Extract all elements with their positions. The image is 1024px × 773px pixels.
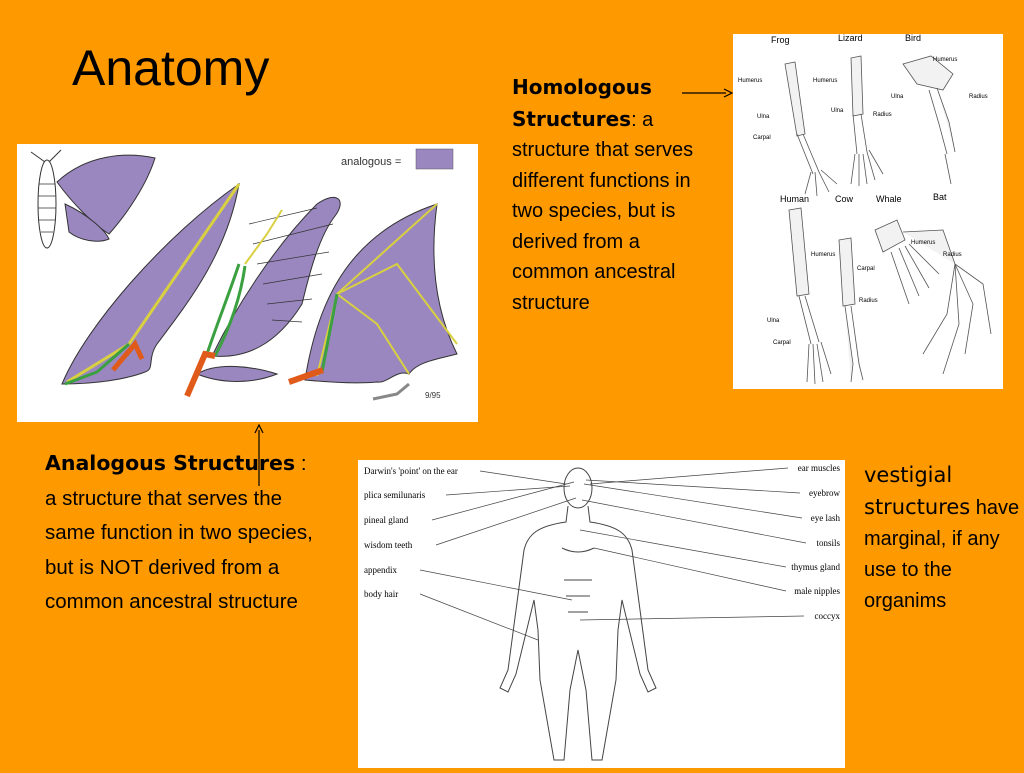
bat-humerus-label: Humerus [911, 240, 935, 246]
label-coccyx: coccyx [815, 611, 841, 621]
label-body-hair: body hair [364, 589, 398, 599]
lizard-ulna-label: Ulna [831, 108, 844, 114]
label-plica-semilunaris: plica semilunaris [364, 490, 426, 500]
homologous-term: Homologous Structures [512, 75, 652, 131]
bat-limb [902, 229, 992, 375]
label-eye-lash: eye lash [811, 513, 841, 523]
vestigial-term: vestigial structures [864, 463, 971, 519]
label-pineal-gland: pineal gland [364, 515, 409, 525]
label-appendix: appendix [364, 565, 397, 575]
bird-wing-illustration [184, 196, 341, 398]
animal-label-bird: Bird [905, 34, 921, 43]
bird-ulna-label: Ulna [891, 94, 904, 100]
animal-label-lizard: Lizard [838, 34, 863, 43]
analogous-definition-text: : a structure that serves the same funct… [45, 452, 313, 613]
cow-radius-label: Radius [859, 298, 878, 304]
whale-carpal-label: Carpal [857, 266, 875, 272]
moth-illustration [30, 149, 156, 249]
bird-limb [902, 55, 956, 185]
label-male-nipples: male nipples [794, 586, 840, 596]
lizard-limb [850, 55, 884, 186]
bird-humerus-label: Humerus [933, 57, 957, 63]
slide-title: Anatomy [72, 40, 270, 96]
homologous-limbs-figure: Frog Lizard Bird Human Cow Whale Bat Hum… [733, 33, 1003, 389]
animal-label-bat: Bat [933, 192, 947, 202]
analogous-term: Analogous Structures [45, 451, 296, 475]
left-leader-lines [419, 470, 577, 641]
whale-limb [874, 219, 940, 305]
bird-radius-label: Radius [969, 94, 988, 100]
frog-humerus-label: Humerus [738, 78, 762, 84]
human-limb [788, 207, 832, 385]
pterosaur-wing-illustration [61, 182, 241, 386]
cow-humerus-label: Humerus [811, 252, 835, 258]
analogous-wings-figure: analogous = [17, 144, 478, 422]
cow-limb [838, 237, 864, 383]
bat-radius-label: Radius [943, 252, 962, 258]
artist-signature: 9/95 [425, 391, 441, 400]
legend-swatch [415, 148, 454, 170]
vestigial-human-figure: Darwin's 'point' on the ear plica semilu… [358, 460, 845, 768]
label-wisdom-teeth: wisdom teeth [364, 540, 413, 550]
vestigial-definition: vestigial structures have marginal, if a… [864, 460, 1022, 617]
right-leader-lines [579, 467, 807, 621]
label-tonsils: tonsils [816, 538, 840, 548]
frog-limb [784, 61, 838, 197]
bat-wing-illustration [288, 203, 458, 401]
arrow-to-wings [254, 424, 264, 486]
analogous-definition: Analogous Structures : a structure that … [45, 446, 315, 620]
label-eyebrow: eyebrow [809, 488, 840, 498]
homologous-definition: Homologous Structures: a structure that … [512, 72, 712, 318]
human-body-outline [499, 467, 657, 761]
human-ulna-label: Ulna [767, 318, 780, 324]
animal-label-frog: Frog [771, 35, 790, 45]
lizard-humerus-label: Humerus [813, 78, 837, 84]
homologous-definition-text: : a structure that serves different func… [512, 108, 694, 314]
lizard-radius-label: Radius [873, 112, 892, 118]
animal-label-human: Human [780, 194, 809, 204]
arrow-to-limbs [682, 88, 734, 98]
frog-carpal-label: Carpal [753, 135, 771, 141]
label-darwins-point: Darwin's 'point' on the ear [364, 466, 458, 476]
label-ear-muscles: ear muscles [798, 463, 841, 473]
animal-label-cow: Cow [835, 194, 854, 204]
legend-label: analogous = [341, 156, 401, 168]
label-thymus-gland: thymus gland [791, 562, 840, 572]
frog-ulna-label: Ulna [757, 114, 770, 120]
vestigial-definition-text: have marginal, if any use to the organim… [864, 497, 1020, 612]
human-carpal-label: Carpal [773, 340, 791, 346]
animal-label-whale: Whale [876, 194, 902, 204]
